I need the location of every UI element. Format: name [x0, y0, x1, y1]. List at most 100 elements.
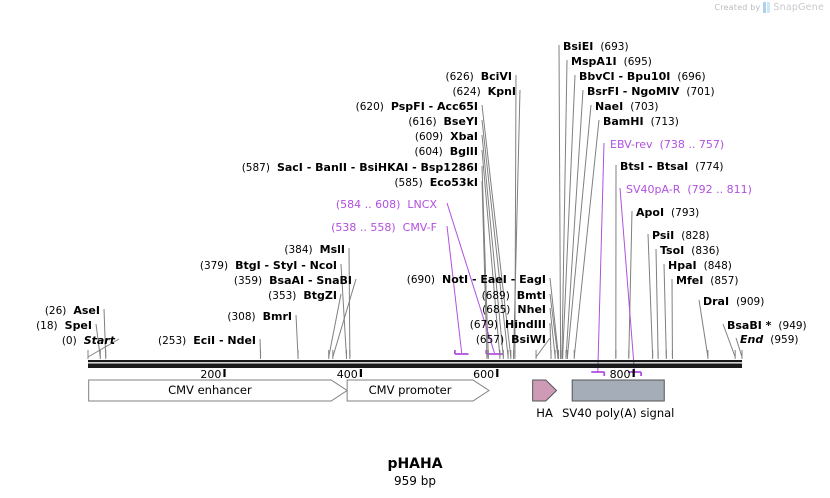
enzyme-label-pspfi-acc65i[interactable]: (620) PspFI - Acc65I	[356, 101, 478, 113]
enzyme-label-mspa1i[interactable]: MspA1I (695)	[571, 56, 652, 68]
enzyme-separator: -	[424, 100, 438, 113]
enzyme-name: BsaBI *	[727, 319, 772, 332]
leader-line	[259, 338, 262, 358]
enzyme-separator: -	[346, 161, 360, 174]
enzyme-separator: -	[302, 161, 316, 174]
enzyme-label-bcivi[interactable]: (626) BciVI	[445, 71, 512, 83]
enzyme-label-noti-eaei-eagi[interactable]: (690) NotI - EaeI - EagI	[407, 274, 546, 286]
enzyme-position: (26)	[44, 305, 67, 317]
enzyme-label-apoi[interactable]: ApoI (793)	[636, 207, 699, 219]
enzyme-position: (836)	[691, 245, 720, 257]
enzyme-name: NaeI	[595, 100, 624, 113]
watermark-brand: SnapGene	[773, 2, 824, 13]
ruler-tick	[359, 369, 362, 377]
enzyme-separator: -	[408, 161, 421, 174]
ruler-tick	[632, 369, 635, 377]
enzyme-label-bmri[interactable]: (308) BmrI	[227, 311, 292, 323]
enzyme-name: StyI	[272, 259, 298, 272]
enzyme-label-bsiei[interactable]: BsiEI (693)	[563, 41, 629, 53]
enzyme-label-eco53ki[interactable]: (585) Eco53kI	[394, 177, 478, 189]
primer-label-cmv-f[interactable]: (538 .. 558) CMV-F	[331, 222, 437, 233]
enzyme-label-btgi-styi-ncoi[interactable]: (379) BtgI - StyI - NcoI	[200, 260, 337, 272]
feature-arrow	[532, 379, 558, 402]
primer-range: (538 .. 558)	[331, 221, 396, 234]
enzyme-position: (774)	[695, 161, 724, 173]
enzyme-position: (690)	[406, 274, 435, 286]
enzyme-label-drai[interactable]: DraI (909)	[703, 296, 764, 308]
enzyme-position: (626)	[445, 71, 474, 83]
backbone-line-top	[88, 360, 742, 363]
leader-line	[103, 308, 107, 358]
enzyme-label-bsaai-snabi[interactable]: (359) BsaAI - SnaBI	[234, 275, 352, 287]
enzyme-label-hpai[interactable]: HpaI (848)	[668, 260, 732, 272]
enzyme-position: (696)	[677, 71, 706, 83]
backbone-line-main	[88, 363, 742, 368]
enzyme-separator: -	[614, 70, 627, 83]
enzyme-label-bbvci-bpu10i[interactable]: BbvCI - Bpu10I (696)	[579, 71, 706, 83]
enzyme-name: BtgI	[235, 259, 261, 272]
enzyme-position: (713)	[650, 116, 679, 128]
plasmid-size: 959 bp	[394, 474, 436, 488]
enzyme-label-bamhi[interactable]: BamHI (713)	[603, 116, 679, 128]
enzyme-name: End	[740, 333, 764, 346]
enzyme-label-xbai[interactable]: (609) XbaI	[415, 131, 478, 143]
ruler-tick-label: 200	[200, 368, 222, 381]
enzyme-position: (793)	[671, 207, 700, 219]
enzyme-label-bmti[interactable]: (689) BmtI	[482, 290, 546, 302]
enzyme-name: BamHI	[603, 115, 644, 128]
leader-line	[549, 293, 559, 358]
enzyme-label-kpni[interactable]: (624) KpnI	[452, 86, 516, 98]
primer-name: LNCX	[407, 198, 437, 211]
enzyme-label-msli[interactable]: (384) MslI	[284, 244, 345, 256]
enzyme-position: (685)	[482, 304, 511, 316]
enzyme-position: (616)	[408, 116, 437, 128]
enzyme-label-bseyi[interactable]: (616) BseYI	[408, 116, 478, 128]
enzyme-name: BmtI	[516, 289, 546, 302]
leader-line	[655, 248, 659, 358]
enzyme-position: (18)	[36, 320, 58, 332]
primer-label-sv40pa-r[interactable]: SV40pA-R (792 .. 811)	[626, 184, 752, 195]
enzyme-name: MspA1I	[571, 55, 617, 68]
enzyme-label-psii[interactable]: PsiI (828)	[652, 230, 710, 242]
enzyme-label-btgzi[interactable]: (353) BtgZI	[268, 290, 337, 302]
enzyme-name: HpaI	[668, 259, 697, 272]
backbone-group	[88, 360, 742, 368]
enzyme-name: NheI	[517, 303, 546, 316]
enzyme-label-naei[interactable]: NaeI (703)	[595, 101, 658, 113]
leader-line	[561, 59, 568, 358]
enzyme-position: (624)	[452, 86, 481, 98]
enzyme-name: BsrFI	[587, 85, 619, 98]
enzyme-label-start[interactable]: (0) Start	[62, 335, 115, 347]
enzyme-position: (620)	[355, 101, 384, 113]
enzyme-label-hindiii[interactable]: (679) HindIII	[470, 319, 546, 331]
leader-line	[573, 119, 600, 358]
enzyme-label-tsoi[interactable]: TsoI (836)	[660, 245, 719, 257]
enzyme-label-spei[interactable]: (18) SpeI	[36, 320, 92, 332]
primer-leader-line	[619, 187, 636, 374]
primer-label-ebv-rev[interactable]: EBV-rev (738 .. 757)	[610, 139, 724, 150]
enzyme-name: NgoMIV	[631, 85, 680, 98]
enzyme-label-mfei[interactable]: MfeI (857)	[676, 275, 739, 287]
enzyme-label-bsrfi-ngomiv[interactable]: BsrFI - NgoMIV (701)	[587, 86, 715, 98]
enzyme-label-end[interactable]: End (959)	[740, 334, 798, 346]
enzyme-position: (379)	[199, 260, 229, 272]
enzyme-label-asei[interactable]: (26) AseI	[45, 305, 100, 317]
enzyme-label-btsi-btsai[interactable]: BtsI - BtsaI (774)	[620, 161, 723, 173]
enzyme-name: BbvCI	[579, 70, 615, 83]
enzyme-label-bsiwi[interactable]: (657) BsiWI	[476, 334, 546, 346]
watermark-prefix: Created by	[714, 3, 761, 12]
ruler-tick	[496, 369, 499, 377]
enzyme-label-nhei[interactable]: (685) NheI	[482, 304, 546, 316]
enzyme-name: EciI	[193, 334, 216, 347]
enzyme-position: (587)	[241, 162, 270, 174]
enzyme-label-bsabi[interactable]: BsaBI * (949)	[727, 320, 807, 332]
enzyme-label-bglii[interactable]: (604) BglII	[415, 146, 478, 158]
enzyme-label-saci-grp[interactable]: (587) SacI - BanII - BsiHKAI - Bsp1286I	[242, 162, 478, 174]
enzyme-label-ecii-ndei[interactable]: (253) EciI - NdeI	[158, 335, 256, 347]
enzyme-name: PsiI	[652, 229, 675, 242]
primer-label-lncx[interactable]: (584 .. 608) LNCX	[336, 199, 437, 210]
leader-line	[562, 74, 576, 358]
enzyme-name: PspFI	[390, 100, 425, 113]
enzyme-name: Bpu10I	[626, 70, 671, 83]
enzyme-separator: -	[644, 160, 657, 173]
